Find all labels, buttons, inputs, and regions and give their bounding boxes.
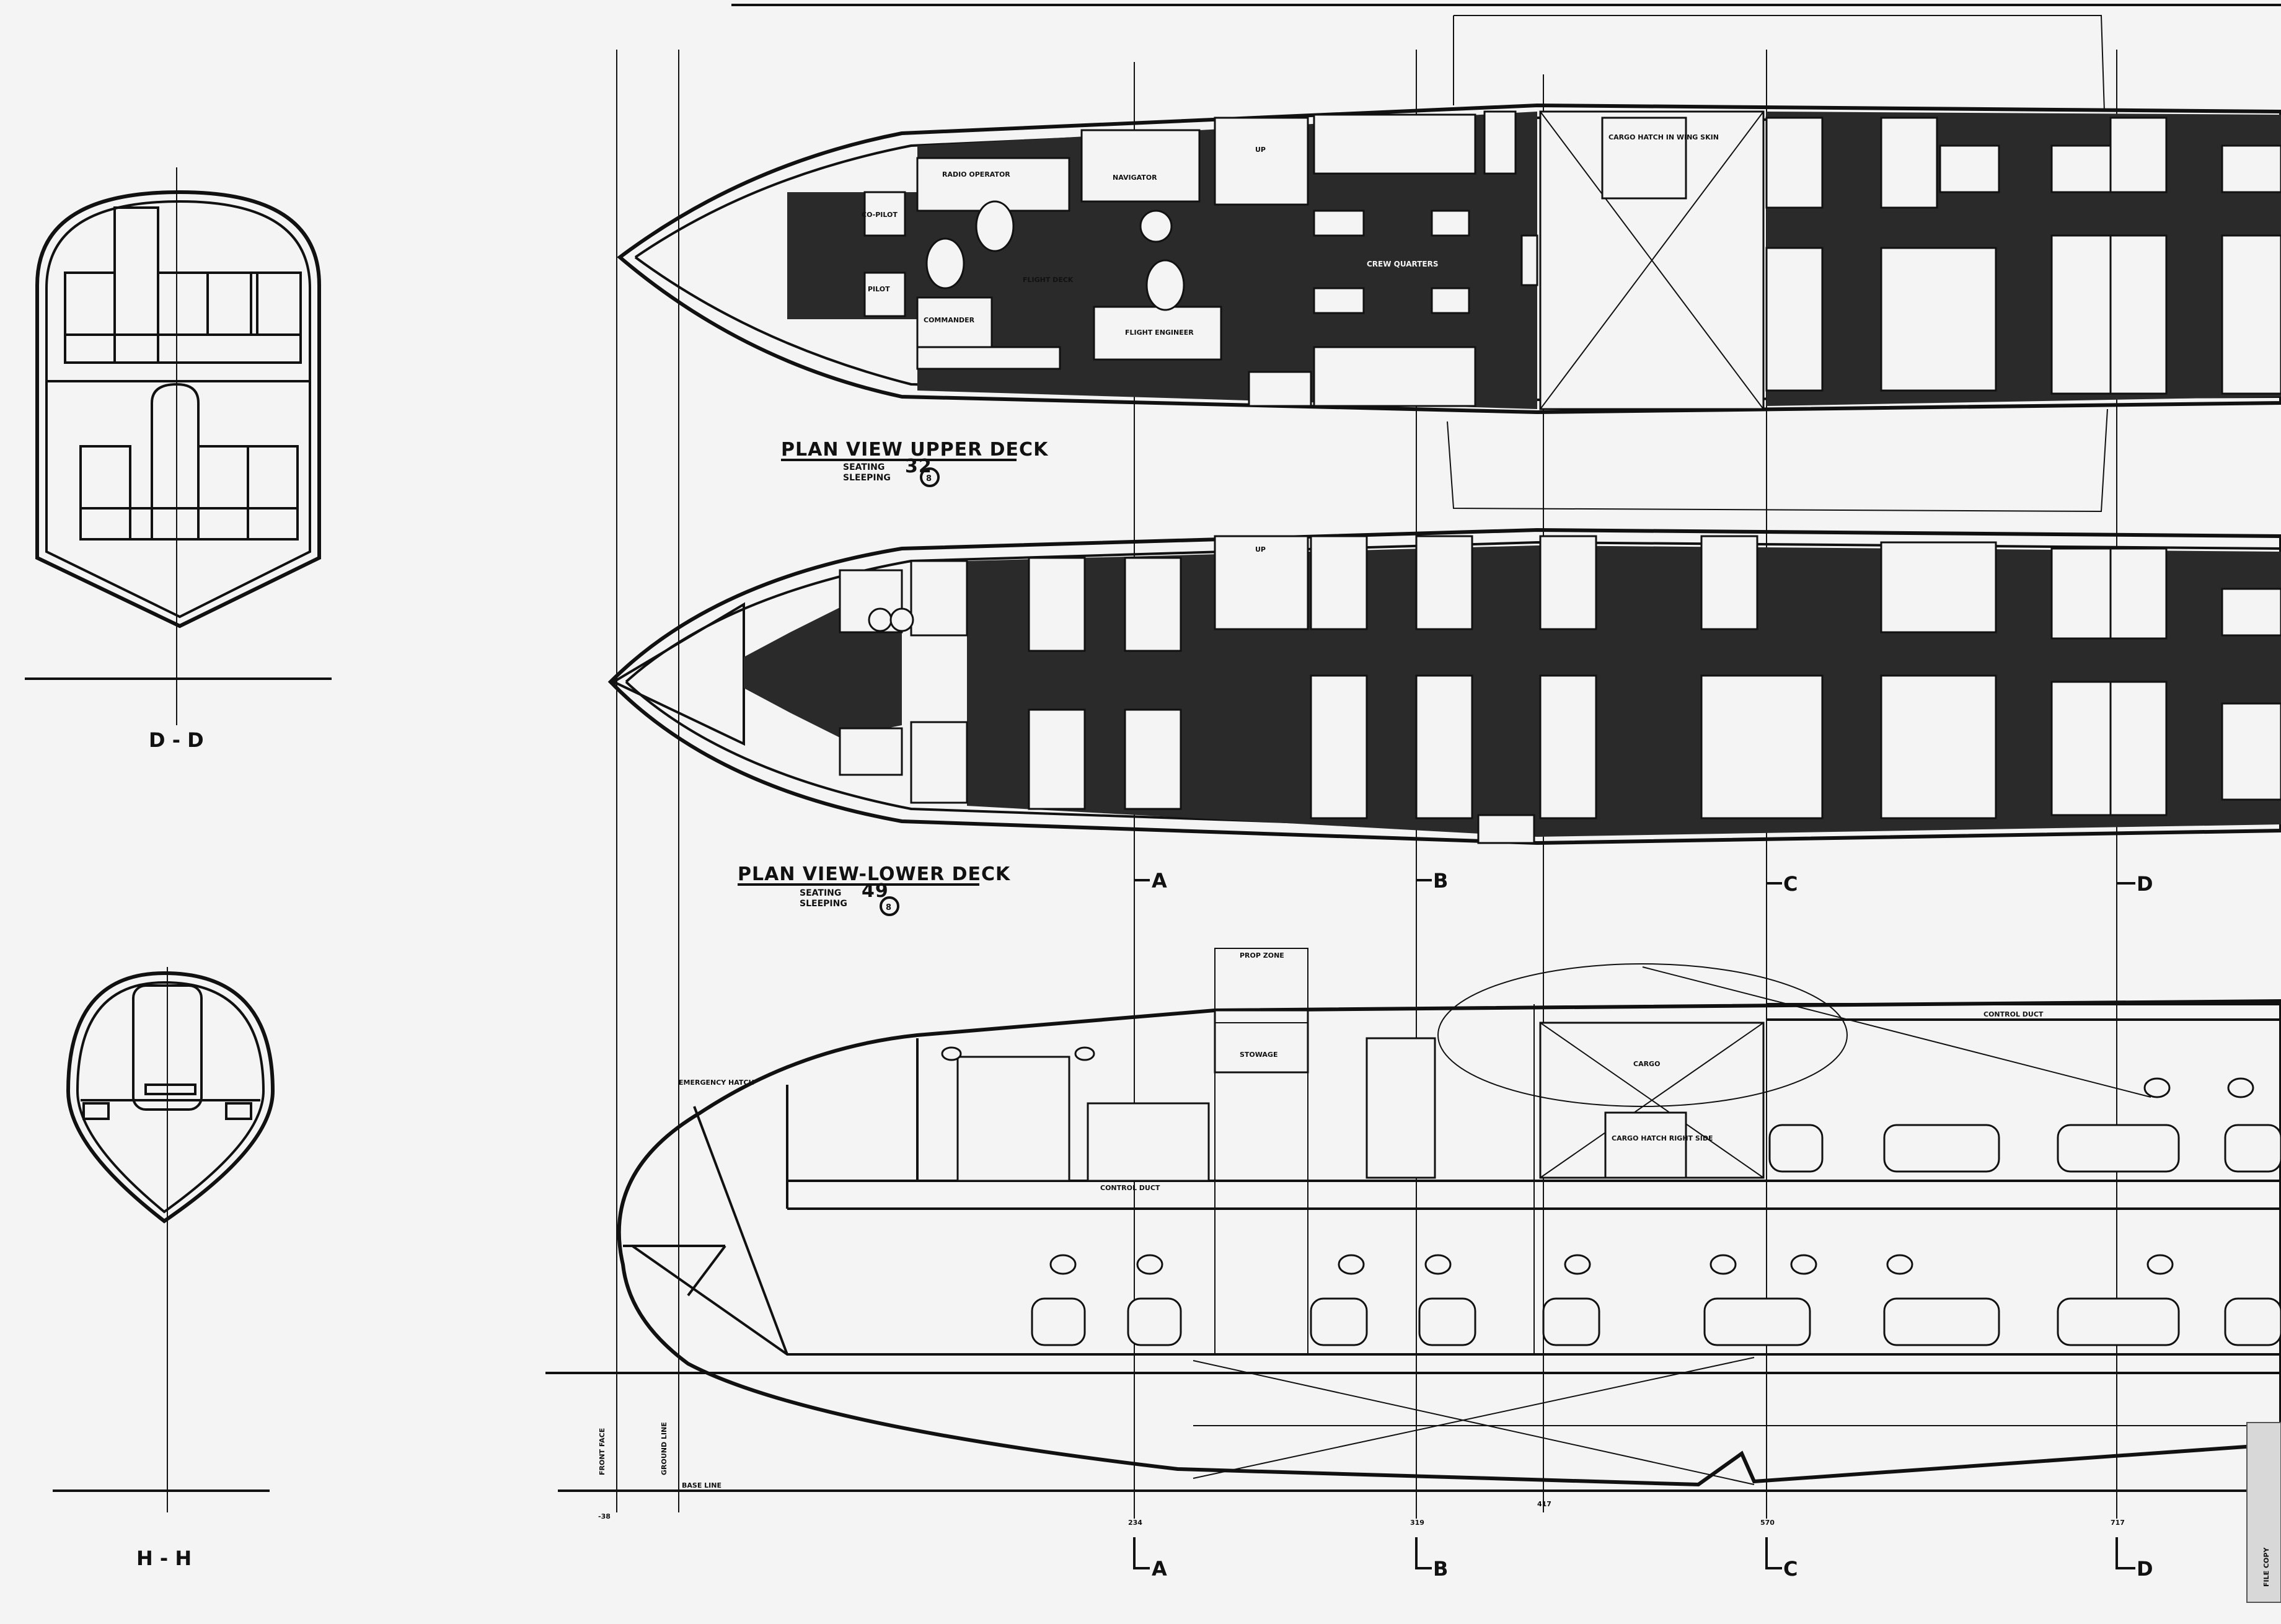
upper-deck-plan: CO-PILOT PILOT COMMANDER RADIO OPERATOR … — [617, 15, 2281, 513]
control-duct-lower-label: CONTROL DUCT — [1100, 1184, 1160, 1192]
upper-up-label: UP — [1255, 146, 1266, 154]
upper-deck-title-block: PLAN VIEW UPPER DECK SEATING SLEEPING 32… — [781, 439, 1049, 487]
commander-label: COMMANDER — [924, 316, 975, 324]
galley-label: GALLEY — [911, 656, 943, 665]
section-a-bottom: A — [1152, 1557, 1167, 1581]
flight-deck-label: FLIGHT DECK — [1023, 276, 1074, 284]
crew-quarters-label: CREW QUARTERS — [1367, 260, 1439, 268]
section-markers-bottom: A B C D — [1133, 1537, 2153, 1581]
section-a-top: A — [1152, 869, 1167, 893]
lower-sleeping-label: SLEEPING — [800, 899, 847, 909]
upper-sleeping-value: 8 — [926, 474, 932, 483]
lower-seating-label: SEATING — [800, 888, 841, 898]
station-5: 570 — [1760, 1519, 1775, 1527]
cargo-label: CARGO — [1633, 1060, 1660, 1068]
section-b-top: B — [1433, 869, 1448, 893]
upper-cargo-hatch-label: CARGO HATCH IN WING SKIN — [1608, 133, 1719, 141]
pilot-label: PILOT — [868, 285, 890, 293]
section-c-top: C — [1783, 872, 1798, 896]
side-profile: PROP ZONE CONTROL DUCT STOWAGE CARGO CAR… — [617, 948, 2281, 1487]
baseline-and-stations: BASE LINE FRONT FACE GROUND LINE -38 234… — [545, 1372, 2281, 1527]
section-d-top: D — [2137, 872, 2153, 896]
section-d-bottom: D — [2137, 1557, 2153, 1581]
section-b-bottom: B — [1433, 1557, 1448, 1581]
section-c-bottom: C — [1783, 1557, 1798, 1581]
upper-deck-title: PLAN VIEW UPPER DECK — [781, 439, 1049, 461]
upper-seating-label: SEATING — [843, 462, 885, 472]
station-1: -38 — [598, 1512, 611, 1520]
radio-operator-label: RADIO OPERATOR — [942, 170, 1010, 179]
profile-windows — [941, 1046, 2254, 1275]
section-dd-label: D - D — [149, 728, 204, 752]
base-line-label: BASE LINE — [682, 1481, 721, 1489]
station-4: 417 — [1537, 1500, 1551, 1508]
profile-seats — [1031, 1124, 2281, 1346]
upper-sleeping-label: SLEEPING — [843, 473, 891, 483]
control-duct-label: CONTROL DUCT — [1983, 1010, 2044, 1018]
station-3: 319 — [1410, 1519, 1424, 1527]
cross-section-dd: D - D — [25, 167, 332, 752]
profile-cargo-hatch-label: CARGO HATCH RIGHT SIDE — [1612, 1134, 1713, 1142]
station-6: 717 — [2111, 1519, 2125, 1527]
lower-deck-plan: GALLEY UP — [607, 527, 2281, 845]
stowage-label: STOWAGE — [1240, 1051, 1277, 1059]
upper-deck-seat-rows — [1765, 117, 2281, 395]
lower-deck-title: PLAN VIEW-LOWER DECK — [738, 863, 1011, 885]
navigator-label: NAVIGATOR — [1113, 174, 1157, 182]
stamp-text: FILE COPY — [2262, 1547, 2270, 1587]
ground-line-label: GROUND LINE — [660, 1422, 668, 1475]
prop-zone-label: PROP ZONE — [1240, 951, 1284, 960]
lower-sleeping-value: 8 — [886, 903, 891, 912]
upper-seating-value: 32 — [905, 456, 932, 477]
emergency-hatch-label: EMERGENCY HATCH — [679, 1079, 754, 1087]
front-face-label: FRONT FACE — [598, 1428, 606, 1475]
lower-deck-title-block: PLAN VIEW-LOWER DECK SEATING SLEEPING 49… — [738, 863, 1011, 916]
section-markers-top: A B C D — [1134, 869, 2153, 896]
lower-deck-seat-rows — [1028, 535, 2281, 819]
station-2: 234 — [1128, 1519, 1142, 1527]
cross-section-hh: H - H — [53, 967, 275, 1570]
co-pilot-label: CO-PILOT — [862, 211, 898, 219]
section-hh-label: H - H — [136, 1547, 192, 1570]
flight-engineer-label: FLIGHT ENGINEER — [1125, 329, 1194, 337]
lower-up-label: UP — [1255, 545, 1266, 554]
file-stamp: FILE COPY — [2246, 1422, 2281, 1603]
